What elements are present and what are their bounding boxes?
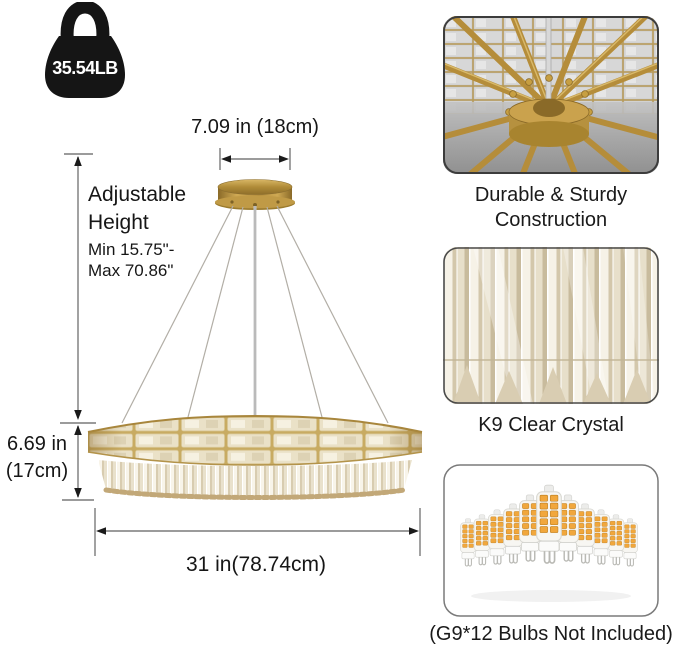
body-height-label: 6.69 in (17cm) <box>0 431 74 485</box>
body-height-line2: (17cm) <box>5 460 69 482</box>
dim-adjustable-height-arrow <box>60 153 96 424</box>
dim-total-width-arrow <box>94 508 421 556</box>
adjustable-min-label: Min 15.75"- <box>88 240 175 259</box>
construction-photo <box>443 16 659 174</box>
body-height-line1: 6.69 in <box>6 433 68 455</box>
crystal-photo <box>443 247 659 404</box>
feature-caption-crystal: K9 Clear Crystal <box>478 414 624 436</box>
feature-card-construction: Durable & Sturdy Construction <box>443 16 659 233</box>
feature-card-bulbs: (G9*12 Bulbs Not Included) <box>429 464 673 647</box>
canopy <box>215 179 295 210</box>
suspension-wires <box>121 205 389 424</box>
bulbs-photo <box>443 464 659 617</box>
adjustable-max-label: Max 70.86" <box>88 261 174 280</box>
crystal-ring <box>87 414 423 466</box>
adjustable-height-label: Adjustable Height <box>88 183 187 234</box>
weight-badge: 35.54LB <box>45 0 125 98</box>
crystal-fringe <box>98 460 412 500</box>
canopy-width-label: 7.09 in (18cm) <box>191 116 319 138</box>
feature-card-crystal: K9 Clear Crystal <box>443 247 659 438</box>
weight-icon <box>45 0 125 98</box>
total-width-label: 31 in(78.74cm) <box>185 553 327 576</box>
chandelier-illustration <box>87 179 423 500</box>
dim-canopy-width-arrow <box>219 148 291 170</box>
feature-caption-bulbs: (G9*12 Bulbs Not Included) <box>429 623 673 645</box>
feature-caption-construction: Durable & Sturdy Construction <box>474 184 628 231</box>
chandelier-diagram <box>60 148 423 556</box>
weight-label: 35.54LB <box>52 58 118 78</box>
dim-body-height-arrow <box>62 425 94 501</box>
